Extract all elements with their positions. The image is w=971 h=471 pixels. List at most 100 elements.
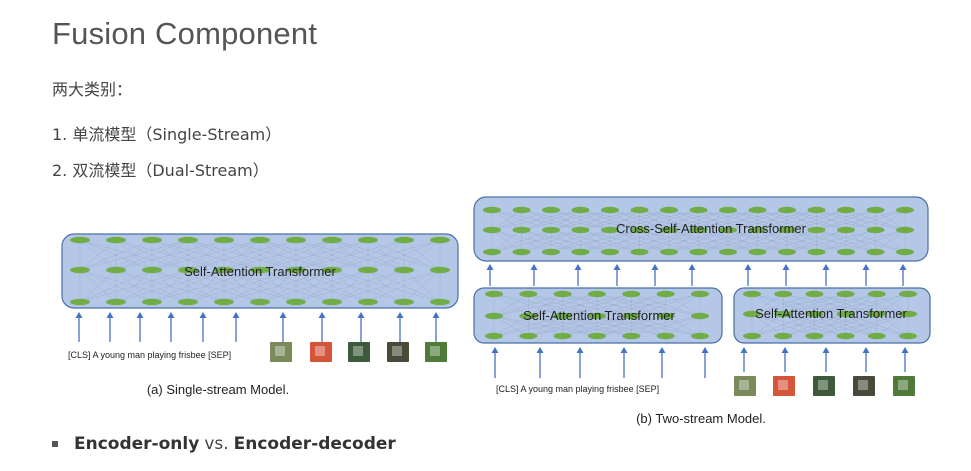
arrow-head-icon [486, 264, 494, 270]
attention-line [814, 313, 909, 337]
attention-line [528, 315, 598, 337]
attention-line [875, 229, 906, 253]
token-node [866, 206, 885, 214]
attention-line [609, 209, 699, 231]
arrow-head-icon [432, 312, 440, 318]
token-node [394, 266, 414, 274]
attention-line [816, 229, 876, 253]
token-node [571, 226, 590, 234]
attention-line [550, 209, 640, 231]
attention-line [668, 229, 729, 253]
attention-line [698, 229, 758, 253]
attention-line [757, 209, 847, 231]
attention-line [367, 239, 441, 271]
token-node [214, 236, 234, 244]
token-node [106, 266, 126, 274]
image-patch-detail [353, 346, 363, 356]
attention-line [751, 293, 784, 315]
arrow-head-icon [75, 312, 83, 318]
token-node [571, 248, 590, 256]
token-node [106, 298, 126, 306]
attention-line [550, 209, 611, 231]
token-node [748, 248, 767, 256]
attention-line [493, 293, 529, 317]
token-node [601, 248, 619, 256]
token-node [896, 226, 914, 234]
list-number: 2. [52, 161, 68, 180]
encoder-bullet: Encoder-only vs. Encoder-decoder [52, 434, 396, 454]
attention-line [814, 293, 877, 315]
token-node [660, 226, 678, 234]
attention-line [521, 209, 611, 231]
attention-lines [491, 209, 909, 337]
token-node [250, 298, 270, 306]
token-node [689, 206, 708, 214]
image-patch-detail [392, 346, 402, 356]
token-node [553, 332, 572, 340]
attention-line [580, 209, 670, 231]
encoder-decoder-text: Encoder-decoder [233, 434, 396, 454]
token-node [778, 226, 796, 234]
attention-line [331, 269, 441, 303]
token-node [394, 236, 414, 244]
attention-line [783, 293, 877, 315]
image-patch [387, 342, 409, 362]
token-node [358, 236, 378, 244]
attention-line [814, 313, 877, 337]
token-node [542, 226, 560, 234]
token-node [656, 290, 675, 298]
token-nodes [70, 236, 450, 306]
token-node [899, 310, 917, 318]
token-node [691, 290, 709, 298]
attention-line [295, 269, 405, 303]
single-stream-text-input: [CLS] A young man playing frisbee [SEP] [68, 350, 231, 360]
attention-line [223, 239, 297, 271]
attention-line [580, 229, 670, 253]
token-node [553, 290, 572, 298]
attention-line [639, 209, 699, 231]
token-node [519, 290, 538, 298]
attention-line [187, 269, 261, 303]
token-node [430, 298, 450, 306]
attention-line [79, 269, 153, 303]
token-node [837, 206, 855, 214]
attention-line [550, 229, 611, 253]
token-node [836, 290, 855, 298]
attention-line [814, 293, 909, 315]
token-node [778, 206, 796, 214]
attention-line [757, 229, 847, 253]
attention-line [783, 313, 846, 337]
arrow-head-icon [740, 347, 748, 353]
attention-line [493, 315, 563, 337]
token-node [743, 310, 761, 318]
attention-line [786, 229, 847, 253]
arrow-head-icon [781, 347, 789, 353]
attention-line [115, 239, 189, 271]
token-node [748, 206, 767, 214]
token-node [774, 290, 793, 298]
arrow-head-icon [822, 347, 830, 353]
arrow-head-icon [491, 347, 499, 353]
attention-line [331, 239, 441, 271]
attention-line [751, 293, 846, 315]
token-node [836, 310, 855, 318]
token-node [430, 236, 450, 244]
attention-line [668, 209, 729, 231]
attention-line [331, 239, 405, 271]
token-node [660, 206, 678, 214]
arrow-head-icon [576, 347, 584, 353]
token-node [656, 312, 675, 320]
input-arrows [75, 312, 440, 342]
token-node [571, 206, 590, 214]
attention-line [115, 269, 189, 303]
token-node [358, 298, 378, 306]
token-node [656, 332, 675, 340]
attention-line [668, 229, 758, 253]
token-node [630, 206, 649, 214]
vs-text: vs. [204, 434, 229, 454]
attention-line [493, 293, 598, 317]
attention-line [491, 229, 581, 253]
arrow-head-icon [318, 312, 326, 318]
attention-line [528, 293, 632, 317]
token-node [322, 266, 342, 274]
